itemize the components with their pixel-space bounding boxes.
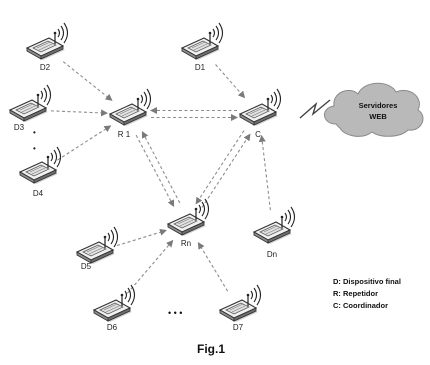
node-dn: Dn [252, 206, 296, 259]
link-d5-to-rn [116, 228, 167, 247]
horizontal-ellipsis: • • • [168, 308, 182, 318]
link-d6-to-rn [126, 239, 174, 294]
node-rn: Rn [166, 198, 210, 248]
cloud-label-line2: WEB [369, 112, 387, 121]
node-c: C [238, 88, 282, 139]
vertical-ellipsis-dot-1: • [33, 128, 36, 137]
node-label-d1: D1 [195, 63, 206, 72]
node-label-d4: D4 [33, 189, 44, 198]
node-label-rn: Rn [181, 239, 191, 248]
figure-caption: Fig.1 [197, 342, 225, 356]
cloud-web-servers: Servidores WEB [324, 82, 424, 137]
link-d1-to-c [215, 64, 246, 99]
node-d7: D7 [218, 284, 262, 332]
node-d5: D5 [75, 226, 119, 271]
node-label-c: C [255, 130, 261, 139]
wireless-device-icon [18, 146, 62, 184]
node-d4: D4 [18, 146, 62, 198]
wireless-device-icon [92, 284, 136, 322]
legend-item-repeater: R: Repetidor [333, 289, 378, 298]
wireless-device-icon [252, 206, 296, 244]
node-d1: D1 [180, 22, 224, 72]
node-d2: D2 [25, 22, 69, 72]
node-label-d5: D5 [81, 262, 92, 271]
wireless-device-icon [166, 198, 210, 236]
node-r1: R 1 [108, 88, 152, 139]
link-r1-to-rn [135, 134, 175, 208]
node-d3: D3 [8, 84, 52, 132]
connections-layer [50, 61, 271, 294]
link-rn-to-c [201, 133, 251, 208]
node-label-d3: D3 [14, 123, 25, 132]
wireless-device-icon [25, 22, 69, 60]
wireless-device-icon [218, 284, 262, 322]
link-d4-to-r1 [57, 125, 112, 161]
node-label-dn: Dn [267, 250, 277, 259]
wireless-device-icon [180, 22, 224, 60]
wireless-device-icon [108, 88, 152, 126]
link-d2-to-r1 [62, 61, 113, 101]
legend-item-device: D: Dispositivo final [333, 277, 401, 286]
link-c-to-rn [195, 130, 245, 205]
link-dn-to-c [258, 134, 271, 211]
cloud-label-line1: Servidores [359, 101, 398, 110]
legend-item-coordinator: C: Coordinador [333, 301, 388, 310]
node-label-d6: D6 [107, 323, 118, 332]
cloud-shape [324, 82, 424, 137]
link-d7-to-rn [197, 241, 229, 292]
legend: D: Dispositivo final R: Repetidor C: Coo… [333, 277, 401, 310]
node-label-r1: R 1 [118, 130, 131, 139]
vertical-ellipsis-dot-2: • [33, 144, 36, 153]
node-label-d2: D2 [40, 63, 51, 72]
link-rn-to-r1 [141, 130, 181, 204]
node-label-d7: D7 [233, 323, 244, 332]
wireless-device-icon [75, 226, 119, 264]
wireless-device-icon [8, 84, 52, 122]
wireless-link-icon [299, 99, 331, 119]
node-d6: D6 [92, 284, 136, 332]
link-d3-to-r1 [50, 109, 109, 117]
wireless-device-icon [238, 88, 282, 126]
